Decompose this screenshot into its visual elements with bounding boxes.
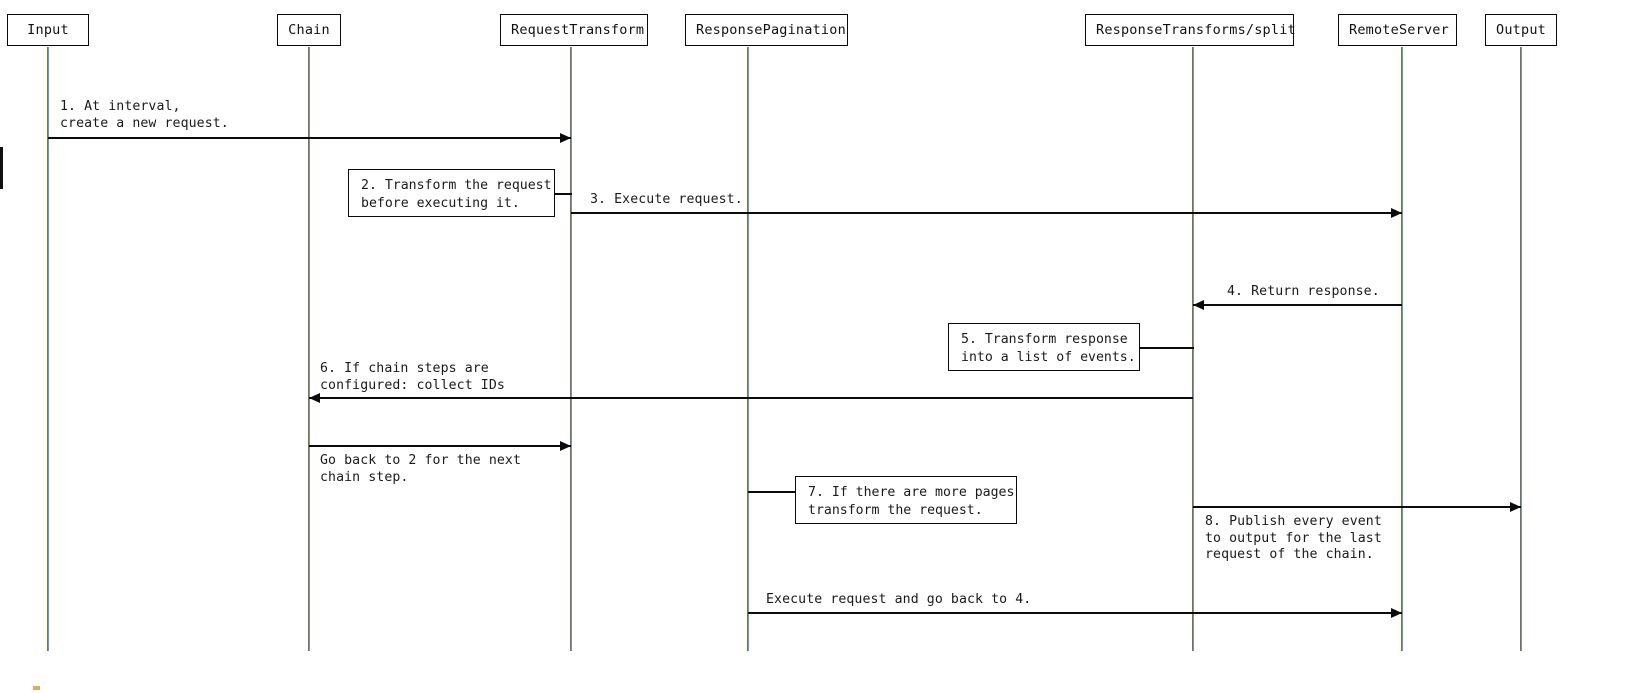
message-line-8 bbox=[1193, 506, 1521, 508]
participant-box-response_pagination[interactable]: ResponsePagination bbox=[685, 14, 848, 46]
lifeline-response_transforms bbox=[1192, 47, 1194, 651]
message-label-7: Execute request and go back to 4. bbox=[766, 592, 1032, 607]
participant-box-chain[interactable]: Chain bbox=[277, 14, 341, 46]
message-line-1 bbox=[48, 137, 571, 139]
message-line-6 bbox=[309, 397, 1193, 399]
lifeline-output bbox=[1520, 47, 1522, 651]
note-connector-5 bbox=[1139, 347, 1194, 349]
arrowhead-8 bbox=[1510, 501, 1521, 512]
participant-box-output[interactable]: Output bbox=[1485, 14, 1557, 46]
message-label-3: 3. Execute request. bbox=[590, 192, 743, 207]
message-label-5: Go back to 2 for the next chain step. bbox=[320, 453, 521, 485]
note-box-7[interactable]: 7. If there are more pages transform the… bbox=[795, 476, 1017, 524]
arrowhead-6 bbox=[309, 392, 320, 403]
arrowhead-7 bbox=[1391, 607, 1402, 618]
message-label-1: 1. At interval, create a new request. bbox=[60, 99, 229, 131]
message-line-5 bbox=[309, 445, 571, 447]
arrowhead-4 bbox=[1193, 299, 1204, 310]
arrowhead-3 bbox=[1391, 207, 1402, 218]
arrowhead-1 bbox=[560, 132, 571, 143]
note-box-2[interactable]: 2. Transform the request before executin… bbox=[348, 169, 555, 217]
participant-box-input[interactable]: Input bbox=[7, 14, 89, 46]
participant-box-request_transform[interactable]: RequestTransform bbox=[500, 14, 648, 46]
lifeline-chain bbox=[308, 47, 310, 651]
message-line-4 bbox=[1193, 304, 1402, 306]
note-connector-7 bbox=[748, 491, 796, 493]
message-label-6: 6. If chain steps are configured: collec… bbox=[320, 361, 505, 393]
arrowhead-5 bbox=[560, 440, 571, 451]
message-label-4: 4. Return response. bbox=[1227, 284, 1380, 299]
message-line-7 bbox=[748, 612, 1402, 614]
message-label-8: 8. Publish every event to output for the… bbox=[1205, 514, 1382, 562]
lifeline-remote_server bbox=[1401, 47, 1403, 651]
page-edge-artifact-bottom bbox=[33, 686, 40, 690]
page-edge-artifact-top bbox=[0, 147, 3, 189]
participant-box-remote_server[interactable]: RemoteServer bbox=[1338, 14, 1457, 46]
participant-box-response_transforms[interactable]: ResponseTransforms/split bbox=[1085, 14, 1296, 46]
lifeline-response_pagination bbox=[747, 47, 749, 651]
note-connector-2 bbox=[555, 193, 572, 195]
lifeline-request_transform bbox=[570, 47, 572, 651]
lifeline-input bbox=[47, 47, 49, 651]
message-line-3 bbox=[571, 212, 1402, 214]
note-box-5[interactable]: 5. Transform response into a list of eve… bbox=[948, 323, 1140, 371]
